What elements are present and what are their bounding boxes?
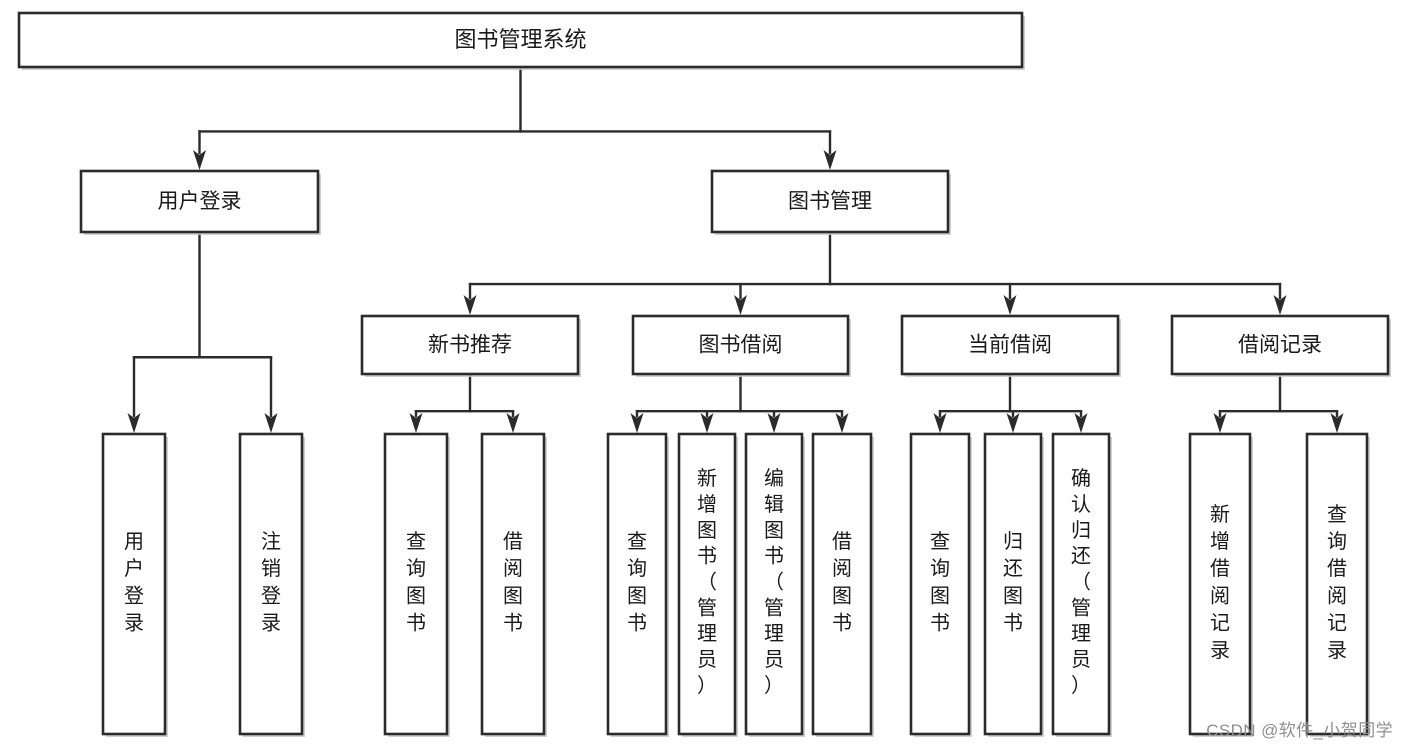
node-leaf-return-book[interactable]: 归还图书: [983, 432, 1044, 737]
node-label: 借阅记录: [1238, 334, 1322, 357]
node-leaf-borrow-book-rec[interactable]: 借阅图书: [480, 432, 547, 737]
node-rect[interactable]: [744, 432, 804, 736]
node-rect[interactable]: [1188, 432, 1252, 736]
node-rect[interactable]: [101, 432, 167, 736]
node-label: 新书推荐: [428, 334, 512, 357]
node-rect[interactable]: [909, 432, 971, 736]
node-rect[interactable]: [900, 314, 1120, 376]
node-label: 查询借阅记录: [1327, 503, 1347, 662]
node-label: 借阅图书: [503, 530, 523, 635]
node-label: 借阅图书: [832, 530, 852, 635]
node-label: 图书管理: [788, 190, 872, 213]
connector-arrowhead: [264, 413, 278, 433]
watermark-label: CSDN @软件_小贺同学: [1206, 721, 1393, 740]
node-book-manage[interactable]: 图书管理: [710, 169, 951, 235]
node-label: 查询图书: [406, 530, 426, 635]
connector-arrowhead: [1003, 295, 1017, 315]
node-label: 查询图书: [627, 530, 647, 635]
node-label: 查询图书: [930, 530, 950, 635]
connector-arrowhead: [506, 413, 520, 433]
node-borrow-record[interactable]: 借阅记录: [1170, 314, 1391, 377]
node-rect[interactable]: [383, 432, 449, 736]
node-rect[interactable]: [17, 11, 1024, 69]
connector-arrowhead: [700, 413, 714, 433]
connector-layer: [127, 65, 1344, 433]
node-rect[interactable]: [238, 432, 304, 736]
node-leaf-edit-book[interactable]: 编辑图书（管理员）: [744, 432, 805, 737]
node-label: 图书借阅: [699, 334, 783, 357]
connector-arrowhead: [193, 150, 206, 170]
node-rect[interactable]: [1170, 314, 1390, 376]
connector-arrowhead: [127, 413, 141, 433]
node-rect[interactable]: [677, 432, 737, 736]
node-layer: 图书管理系统用户登录图书管理新书推荐图书借阅当前借阅借阅记录用户登录注销登录查询…: [17, 11, 1391, 737]
node-rect[interactable]: [1051, 432, 1111, 736]
connector-arrowhead: [630, 413, 644, 433]
connector-arrowhead: [734, 295, 747, 315]
node-root[interactable]: 图书管理系统: [17, 11, 1025, 70]
node-current-borrow[interactable]: 当前借阅: [900, 314, 1121, 377]
connector-arrowhead: [933, 413, 947, 433]
connector-arrowhead: [463, 295, 477, 315]
node-label: 编辑图书（管理员）: [764, 467, 784, 697]
node-book-borrow[interactable]: 图书借阅: [631, 314, 851, 377]
node-rect[interactable]: [360, 314, 580, 376]
node-label: 新增借阅记录: [1210, 503, 1230, 662]
node-label: 归还图书: [1003, 530, 1023, 635]
node-label: 确认归还（管理员）: [1071, 467, 1091, 697]
node-label: 当前借阅: [968, 334, 1052, 357]
node-leaf-add-book[interactable]: 新增图书（管理员）: [677, 432, 738, 737]
node-leaf-query-record[interactable]: 查询借阅记录: [1305, 432, 1370, 737]
node-leaf-confirm-return[interactable]: 确认归还（管理员）: [1051, 432, 1112, 737]
node-leaf-query-book-bb[interactable]: 查询图书: [606, 432, 669, 737]
connector-arrowhead: [1213, 413, 1227, 433]
node-rect[interactable]: [631, 314, 850, 376]
node-leaf-query-book-rec[interactable]: 查询图书: [383, 432, 450, 737]
connector-arrowhead: [1330, 413, 1344, 433]
node-rect[interactable]: [606, 432, 668, 736]
connector-arrowhead: [767, 413, 781, 433]
connector-arrowhead: [823, 150, 837, 170]
node-label: 新增图书（管理员）: [697, 467, 717, 697]
node-new-book-rec[interactable]: 新书推荐: [360, 314, 581, 377]
node-user-login[interactable]: 用户登录: [79, 169, 321, 235]
node-label: 用户登录: [124, 531, 144, 635]
node-rect[interactable]: [79, 169, 320, 234]
connector-arrowhead: [835, 413, 849, 433]
node-label: 用户登录: [158, 190, 242, 213]
node-leaf-add-record[interactable]: 新增借阅记录: [1188, 432, 1253, 737]
connector-arrowhead: [1074, 413, 1088, 433]
node-label: 注销登录: [261, 530, 281, 635]
node-rect[interactable]: [811, 432, 873, 736]
node-rect[interactable]: [480, 432, 546, 736]
node-leaf-user-login[interactable]: 用户登录: [101, 432, 168, 737]
connector-arrowhead: [409, 413, 423, 433]
page-title: 图书管理系统: [454, 27, 586, 52]
node-leaf-logout[interactable]: 注销登录: [238, 432, 305, 737]
connector-arrowhead: [1273, 295, 1287, 315]
node-rect[interactable]: [710, 169, 950, 234]
node-leaf-borrow-book-bb[interactable]: 借阅图书: [811, 432, 874, 737]
node-rect[interactable]: [983, 432, 1043, 736]
node-rect[interactable]: [1305, 432, 1369, 736]
connector-arrowhead: [1006, 413, 1020, 433]
node-leaf-query-book-cb[interactable]: 查询图书: [909, 432, 972, 737]
